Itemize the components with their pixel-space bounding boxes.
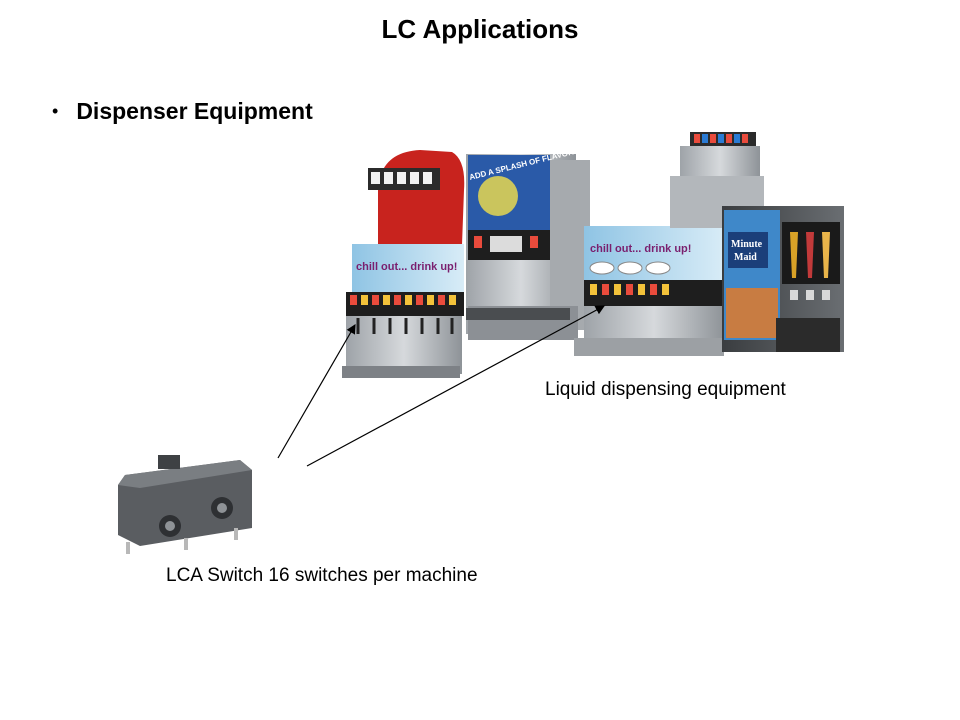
juice-brand-line2: Maid — [734, 252, 757, 263]
brand-text-1: chill out... drink up! — [356, 261, 457, 273]
slide-title: LC Applications — [381, 14, 579, 44]
caption-liquid-equipment: Liquid dispensing equipment — [545, 379, 786, 400]
bullet-item: • Dispenser Equipment — [52, 98, 313, 125]
dispenser-image-5: Minute Maid — [722, 206, 844, 352]
lca-switch-image — [118, 455, 252, 554]
arrow-to-dispenser-1 — [277, 323, 356, 459]
dispenser-image-1: chill out... drink up! — [342, 150, 465, 378]
dispenser-image-3: chill out... drink up! — [574, 226, 724, 356]
juice-brand-line1: Minute — [731, 239, 763, 250]
arrow-to-dispenser-3 — [306, 305, 606, 467]
dispenser-image-2: ADD A SPLASH OF FLAVOR TO YOUR DAY! — [466, 133, 632, 340]
brand-text-2: chill out... drink up! — [590, 243, 691, 255]
bullet-text: Dispenser Equipment — [76, 98, 313, 124]
caption-lca-switch: LCA Switch 16 switches per machine — [166, 565, 478, 586]
bullet-dot-icon: • — [52, 101, 59, 121]
